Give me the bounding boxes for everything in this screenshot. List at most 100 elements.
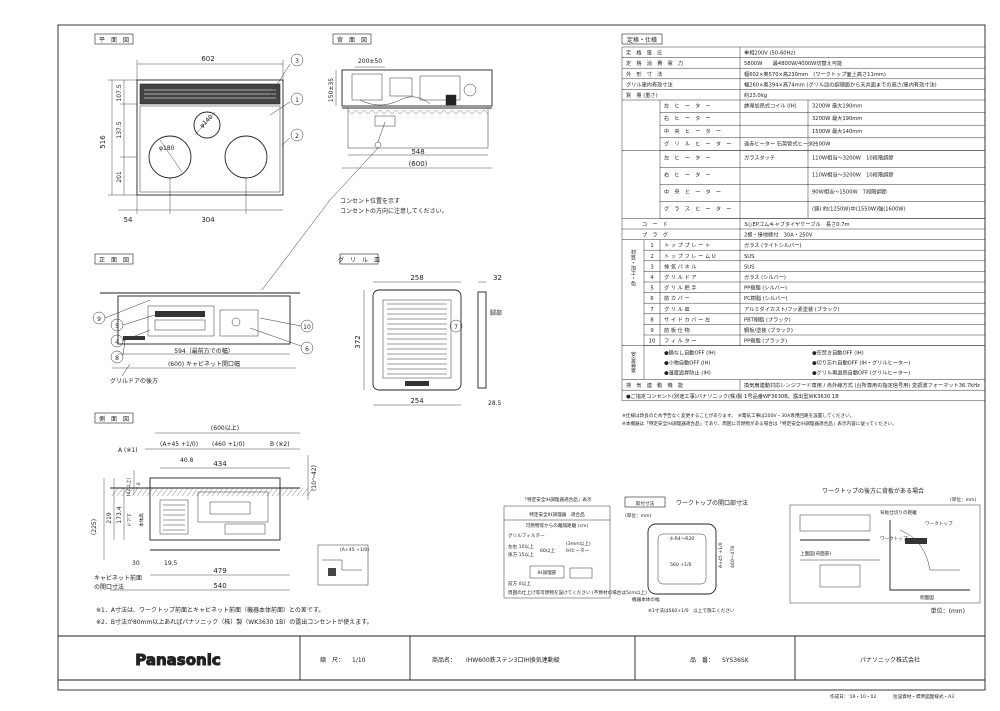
cord-label: コ ー ド	[642, 221, 668, 228]
power-value: (弱) 約(1250W)中(1550W)強(1600W)	[812, 204, 906, 212]
outlet-note-2: コンセントの方向に注意してください。	[340, 207, 448, 215]
back-height-dim: 150±35	[328, 78, 335, 102]
safety-item: ●温度過昇防止 (IH)	[664, 369, 711, 377]
part-number: 2	[650, 254, 653, 260]
callout-2: 2	[295, 133, 299, 140]
spec-label: グリル庫内有効寸法	[626, 80, 673, 88]
part-material: PP樹脂 (ブラック)	[744, 337, 787, 345]
brand-logo: Panasonic	[135, 651, 220, 669]
rear-burner	[193, 111, 221, 139]
install-unit: (単位：mm)	[625, 512, 652, 519]
power-label: 中 央 ヒ ー タ ー	[664, 187, 721, 195]
heat-value: 1500W 最大140mm	[812, 127, 862, 135]
grill-edge-dim: 28.5	[488, 400, 502, 407]
part-name: 前 板 仕 物	[664, 326, 690, 334]
callout-3: 3	[295, 58, 299, 65]
tokutei-row-8: 前方 0以上	[508, 580, 531, 587]
part-number: 7	[650, 307, 653, 313]
safety-vertical-label: 安全装置	[630, 350, 636, 373]
grill-bottom-width-dim: 254	[410, 397, 424, 405]
side-v3-dim: 219	[106, 512, 113, 524]
side-cab-note-2: の開口寸法	[94, 583, 124, 591]
side-b-label: B (※2)	[270, 441, 290, 448]
spec-label: 質 量 (重さ)	[626, 91, 658, 99]
heat-label: 右 ヒ ー タ ー	[664, 114, 711, 122]
counter-hatch-line	[191, 487, 199, 497]
part-material: SUS	[744, 254, 754, 260]
plug-value: 2極・接地極付 30A・250V	[744, 231, 813, 239]
plan-width-dim: 602	[201, 55, 214, 63]
front-burner-diameter: φ180	[159, 145, 175, 152]
spec-title: 定格・仕様	[627, 36, 657, 44]
part-material: PBT樹脂 (ブラック)	[744, 315, 791, 323]
counter-hatch-line	[156, 487, 164, 497]
exhaust-value: 換気扇連動対応レンジフード専用 / 赤外線方式 (台所専用の指定信号用) 変調波…	[744, 381, 980, 389]
svg-text:(A+45 +1/0): (A+45 +1/0)	[340, 547, 369, 553]
plan-top-dim: 107.5	[116, 84, 123, 101]
scale-value: 1/10	[352, 657, 366, 664]
power-value: 110W相当〜3200W 10段階調節	[812, 170, 893, 178]
callout-5: 5	[115, 323, 119, 330]
counter-hatch-line	[281, 487, 289, 497]
front-view-title: 正 面 図	[99, 257, 129, 264]
part-number: 6	[650, 296, 653, 302]
cord-value: 3心EPゴムキャブタイヤケーブル 長さ0.7m	[744, 220, 850, 228]
side-view-title: 側 面 図	[99, 415, 129, 423]
back-paren-dim: (600)	[409, 160, 428, 168]
unit-label: 単位：(mm)	[931, 607, 965, 615]
back-install-n4: 上面図(背面部)	[800, 550, 831, 557]
power-label: 左 ヒ ー タ ー	[664, 153, 711, 161]
back-install-n3: ワークトップ	[925, 521, 953, 527]
install-note-2: ※1寸法は560+1/0 以上で施工ください	[648, 607, 735, 614]
parts-vertical-label: 材質・加工・色	[630, 248, 636, 286]
spec-value: 幅602×奥570×高230mm (ワークトップ面上高さ11mm)	[744, 70, 886, 78]
rear-burner-diameter: φ140	[199, 114, 215, 130]
title-block: Panasonic 縮 尺： 1/10 商品名： IHW600鉄ステン3口IH換…	[58, 635, 985, 681]
back-view-title: 背 面 図	[337, 36, 367, 44]
spec-table: 定格・仕様 定 格 電 圧単相200V (50-60Hz)定 格 消 費 電 力…	[621, 33, 986, 427]
safety-item: ●空焚き自動OFF (IH)	[812, 349, 864, 357]
part-number: SYS36SK	[722, 657, 750, 664]
back-install-n1: 背板仕切りの距離	[880, 509, 917, 516]
side-v2-dim: 7.6	[136, 482, 142, 489]
plan-view-title: 平 面 図	[99, 37, 129, 44]
product-label: 商品名：	[432, 656, 456, 664]
heat-type: 遠赤ヒーター 石英管式ヒーター	[744, 139, 818, 147]
counter-hatch-line	[136, 487, 144, 497]
side-v8-label: 本体高	[138, 513, 145, 527]
front-body	[117, 295, 291, 345]
side-body	[149, 477, 281, 541]
side-s3-dim: 479	[213, 567, 226, 575]
side-v7-label: ドア下	[127, 513, 133, 527]
tokutei-row-7: IH調理部	[538, 569, 557, 576]
right-burner	[224, 135, 268, 179]
front-main-dim: 594（最前方での幅）	[174, 347, 233, 355]
counter-hatch-line	[166, 487, 174, 497]
footer-form: 住設資材・標準図面様式・A3	[893, 693, 954, 700]
counter-hatch-line	[161, 487, 169, 497]
part-material: ガラス (ライトシルバー)	[744, 241, 801, 249]
safety-item: ●グリル再過熱自動OFF (グリルヒーター)	[812, 369, 910, 377]
back-housing	[341, 69, 493, 107]
tokutei-row-9: 周囲の仕上げ等可燃物を設けてください (不燃材の場合は5cm以上)	[508, 589, 647, 596]
part-number: 10	[649, 339, 656, 345]
footnote-1: ※1．A寸法は、ワークトップ前面とキャビネット前面（機器本体前面）との差です。	[96, 606, 324, 614]
safety-item: ●切り忘れ自動OFF (IH・グリルヒーター)	[812, 359, 910, 367]
counter-hatch-line	[301, 487, 309, 497]
part-number: 4	[650, 275, 654, 281]
side-s5-dim: 30	[132, 560, 140, 567]
part-name: ト ッ プ フ レ ー ム U	[664, 253, 716, 260]
side-s6-dim: 19.5	[164, 560, 178, 567]
outlet-row: ●ご指定コンセント(別途工事)パナソニック(株)製 1号品番WF3630B、露出…	[626, 392, 839, 400]
callout-4: 4	[115, 339, 119, 346]
install-width: 560 +1/0	[670, 562, 692, 568]
part-material: ガラス (シルバー)	[744, 273, 786, 281]
outlet-note-1: コンセント位置を示す	[340, 197, 400, 205]
back-install-n2: ワークトップ	[880, 536, 908, 542]
part-number: 9	[650, 328, 653, 334]
part-material: 鋼板/塗装 (ブラック)	[744, 326, 793, 334]
side-v6-dim: (10〜42)	[311, 465, 318, 491]
part-material: アルミダイカスト/フッ素塗装 (ブラック)	[744, 305, 840, 313]
counter-hatch-line	[181, 487, 189, 497]
part-name: 排 気 パ ネ ル	[664, 262, 697, 270]
